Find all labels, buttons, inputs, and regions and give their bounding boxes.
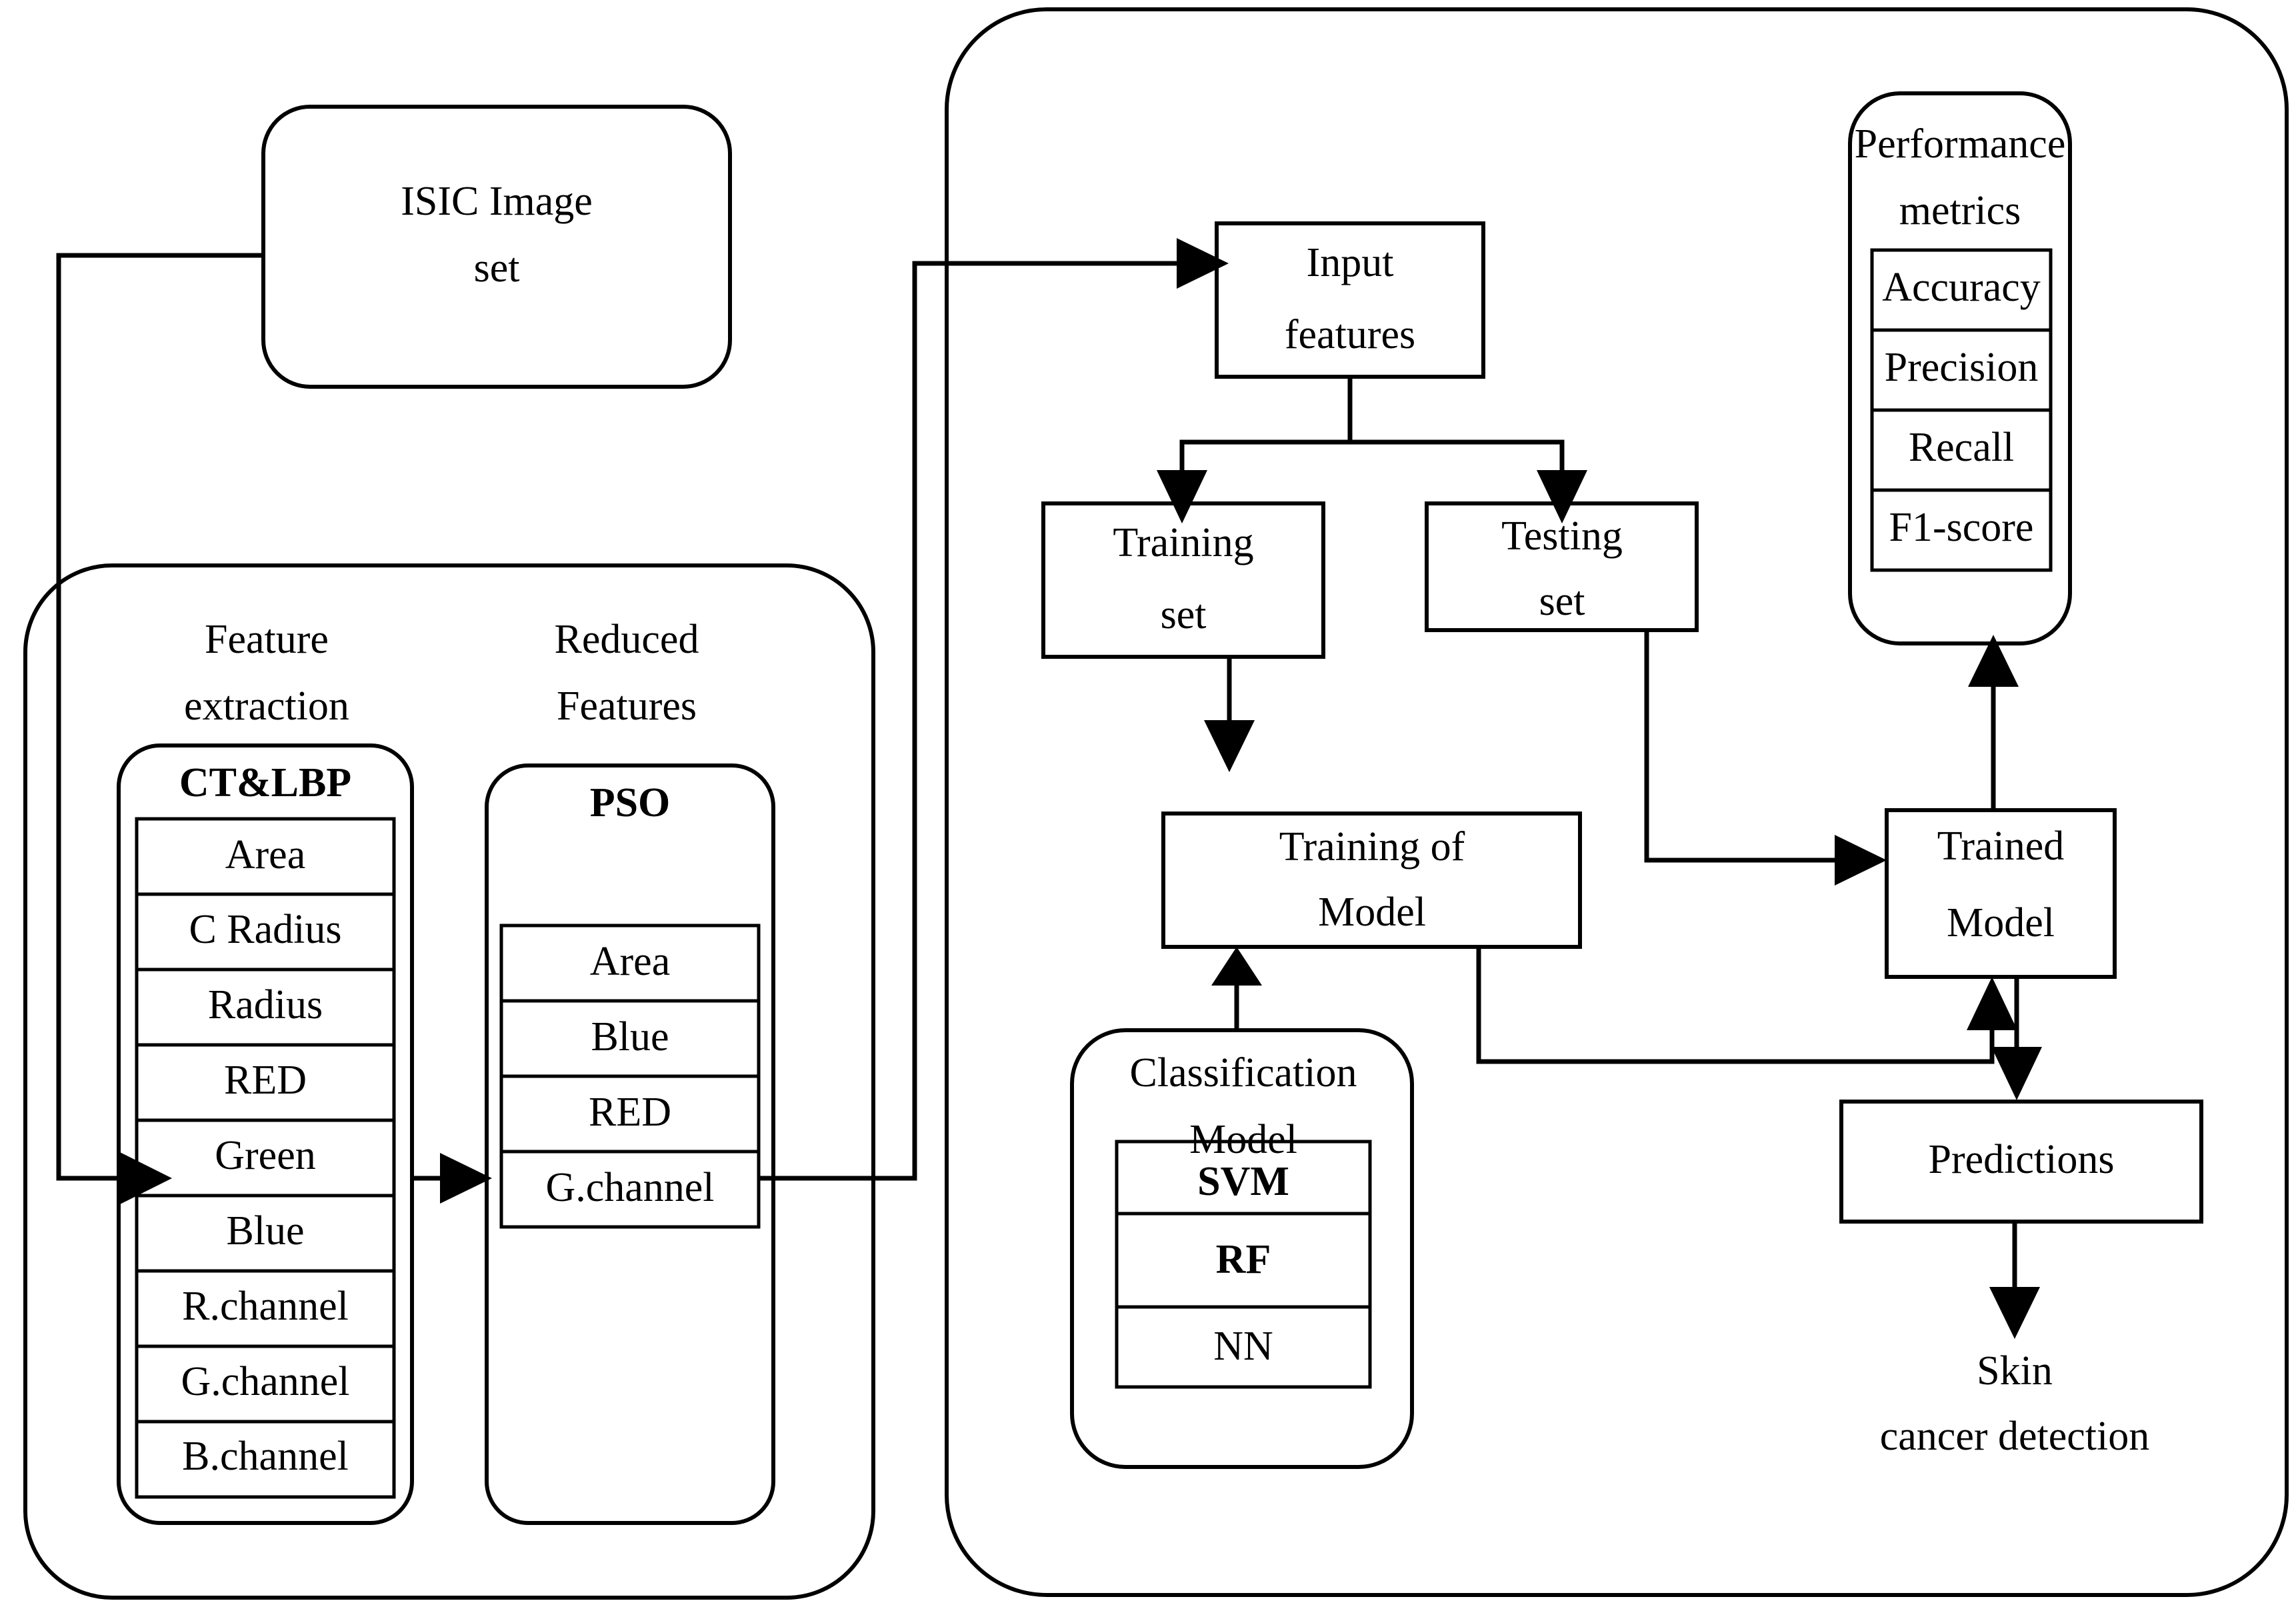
isic-image-set-box[interactable] — [261, 105, 732, 389]
classifier-rf: RF — [1216, 1237, 1271, 1282]
ctlbp-feature-0: Area — [225, 832, 305, 878]
performance-metrics-label-line1: Performance — [1855, 121, 2066, 167]
ctlbp-feature-5: Blue — [226, 1208, 304, 1254]
connector-input-to-training — [1179, 377, 1353, 470]
feature-extraction-label-line1: Feature — [205, 617, 329, 662]
connector-input-to-testing — [1350, 439, 1565, 470]
ctlbp-feature-1: C Radius — [189, 907, 341, 952]
testing-set-label-line2: set — [1539, 579, 1585, 624]
training-set-label-line1: Training — [1113, 520, 1253, 565]
testing-set-box[interactable] — [1425, 501, 1699, 632]
training-of-model-label-line1: Training of — [1279, 824, 1465, 870]
trained-model-label-line1: Trained — [1937, 824, 2065, 869]
trained-model-box[interactable] — [1885, 808, 2117, 979]
arrowhead-training-set-to-training-of-model — [1204, 720, 1255, 772]
performance-metrics-list: Accuracy Precision Recall F1-score — [1870, 248, 2053, 572]
pso-feature-2: RED — [589, 1090, 671, 1135]
arrowhead-trained-model-to-performance-metrics — [1968, 635, 2019, 687]
testing-set-label-line1: Testing — [1501, 513, 1623, 559]
classification-model-label-line2: Model — [1189, 1117, 1297, 1162]
ctlbp-title: CT&LBP — [179, 760, 351, 805]
classification-model-label-line1: Classification — [1130, 1050, 1357, 1096]
pso-group — [485, 763, 775, 1525]
arrowhead-predictions-to-skin-cancer — [1989, 1287, 2040, 1339]
input-features-label-line2: features — [1285, 312, 1415, 357]
performance-metrics-label-line2: metrics — [1899, 188, 2021, 233]
ctlbp-feature-list: Area C Radius Radius RED Green Blue R.ch… — [135, 817, 396, 1499]
performance-metrics-group — [1848, 91, 2072, 645]
arrowhead-testing-set-to-trained-model — [1835, 835, 1887, 886]
arrowhead-trained-model-to-predictions — [1991, 1047, 2042, 1100]
classifier-svm: SVM — [1197, 1159, 1289, 1204]
ctlbp-feature-4: Green — [215, 1133, 315, 1178]
model-pipeline-container — [945, 7, 2289, 1597]
pso-feature-list: Area Blue RED G.channel — [499, 924, 761, 1229]
performance-metric-2: Recall — [1909, 425, 2014, 470]
predictions-box[interactable] — [1839, 1100, 2203, 1224]
arrowhead-isic-to-ctlbp — [119, 1152, 172, 1205]
arrowhead-ctlbp-to-pso — [440, 1153, 492, 1204]
connector-pso-to-input-features — [759, 261, 1177, 1181]
skin-cancer-detection-label-line1: Skin — [1977, 1348, 2053, 1394]
ctlbp-feature-2: Radius — [208, 982, 323, 1028]
pso-feature-1: Blue — [591, 1014, 669, 1060]
ctlbp-group — [117, 743, 414, 1525]
arrowhead-input-to-testing — [1537, 470, 1587, 523]
input-features-label-line1: Input — [1307, 240, 1394, 285]
trained-model-label-line2: Model — [1947, 900, 2055, 946]
ctlbp-feature-8: B.channel — [182, 1434, 349, 1479]
classification-model-group — [1070, 1028, 1414, 1469]
connector-training-of-model-to-trained-model — [1476, 947, 1995, 1064]
isic-image-set-label-line2: set — [474, 245, 520, 291]
arrowhead-classification-to-training-of-model — [1211, 947, 1262, 986]
performance-metric-3: F1-score — [1889, 505, 2034, 550]
ctlbp-feature-3: RED — [224, 1058, 307, 1103]
reduced-features-label-line2: Features — [557, 683, 697, 729]
feature-pipeline-container — [23, 563, 875, 1600]
ctlbp-feature-7: G.channel — [181, 1359, 349, 1404]
arrowhead-input-to-training — [1157, 470, 1207, 523]
classifier-nn: NN — [1213, 1324, 1273, 1369]
predictions-label: Predictions — [1929, 1137, 2115, 1182]
training-of-model-box[interactable] — [1161, 812, 1582, 949]
classifier-list-outline — [1115, 1140, 1372, 1389]
pso-feature-3: G.channel — [545, 1165, 714, 1210]
isic-image-set-label-line1: ISIC Image — [401, 179, 593, 224]
skin-cancer-detection-label-line2: cancer detection — [1880, 1414, 2149, 1459]
classifier-list: SVM RF NN — [1115, 1140, 1372, 1389]
reduced-features-label-line1: Reduced — [555, 617, 699, 662]
ctlbp-list-outline — [135, 817, 396, 1499]
ctlbp-feature-6: R.channel — [182, 1284, 349, 1329]
connector-isic-to-ctlbp — [56, 253, 263, 1181]
training-set-label-line2: set — [1161, 592, 1207, 637]
connector-testing-set-to-trained-model — [1644, 630, 1835, 863]
pso-feature-0: Area — [590, 939, 670, 984]
arrowhead-training-of-model-to-trained-model — [1967, 977, 2017, 1030]
arrowhead-pso-to-input-features — [1177, 238, 1229, 289]
training-of-model-label-line2: Model — [1318, 890, 1426, 935]
pso-title: PSO — [590, 780, 671, 826]
training-set-box[interactable] — [1041, 501, 1325, 659]
performance-metric-1: Precision — [1885, 345, 2039, 390]
feature-extraction-label-line2: extraction — [184, 683, 349, 729]
performance-metric-0: Accuracy — [1882, 265, 2041, 310]
